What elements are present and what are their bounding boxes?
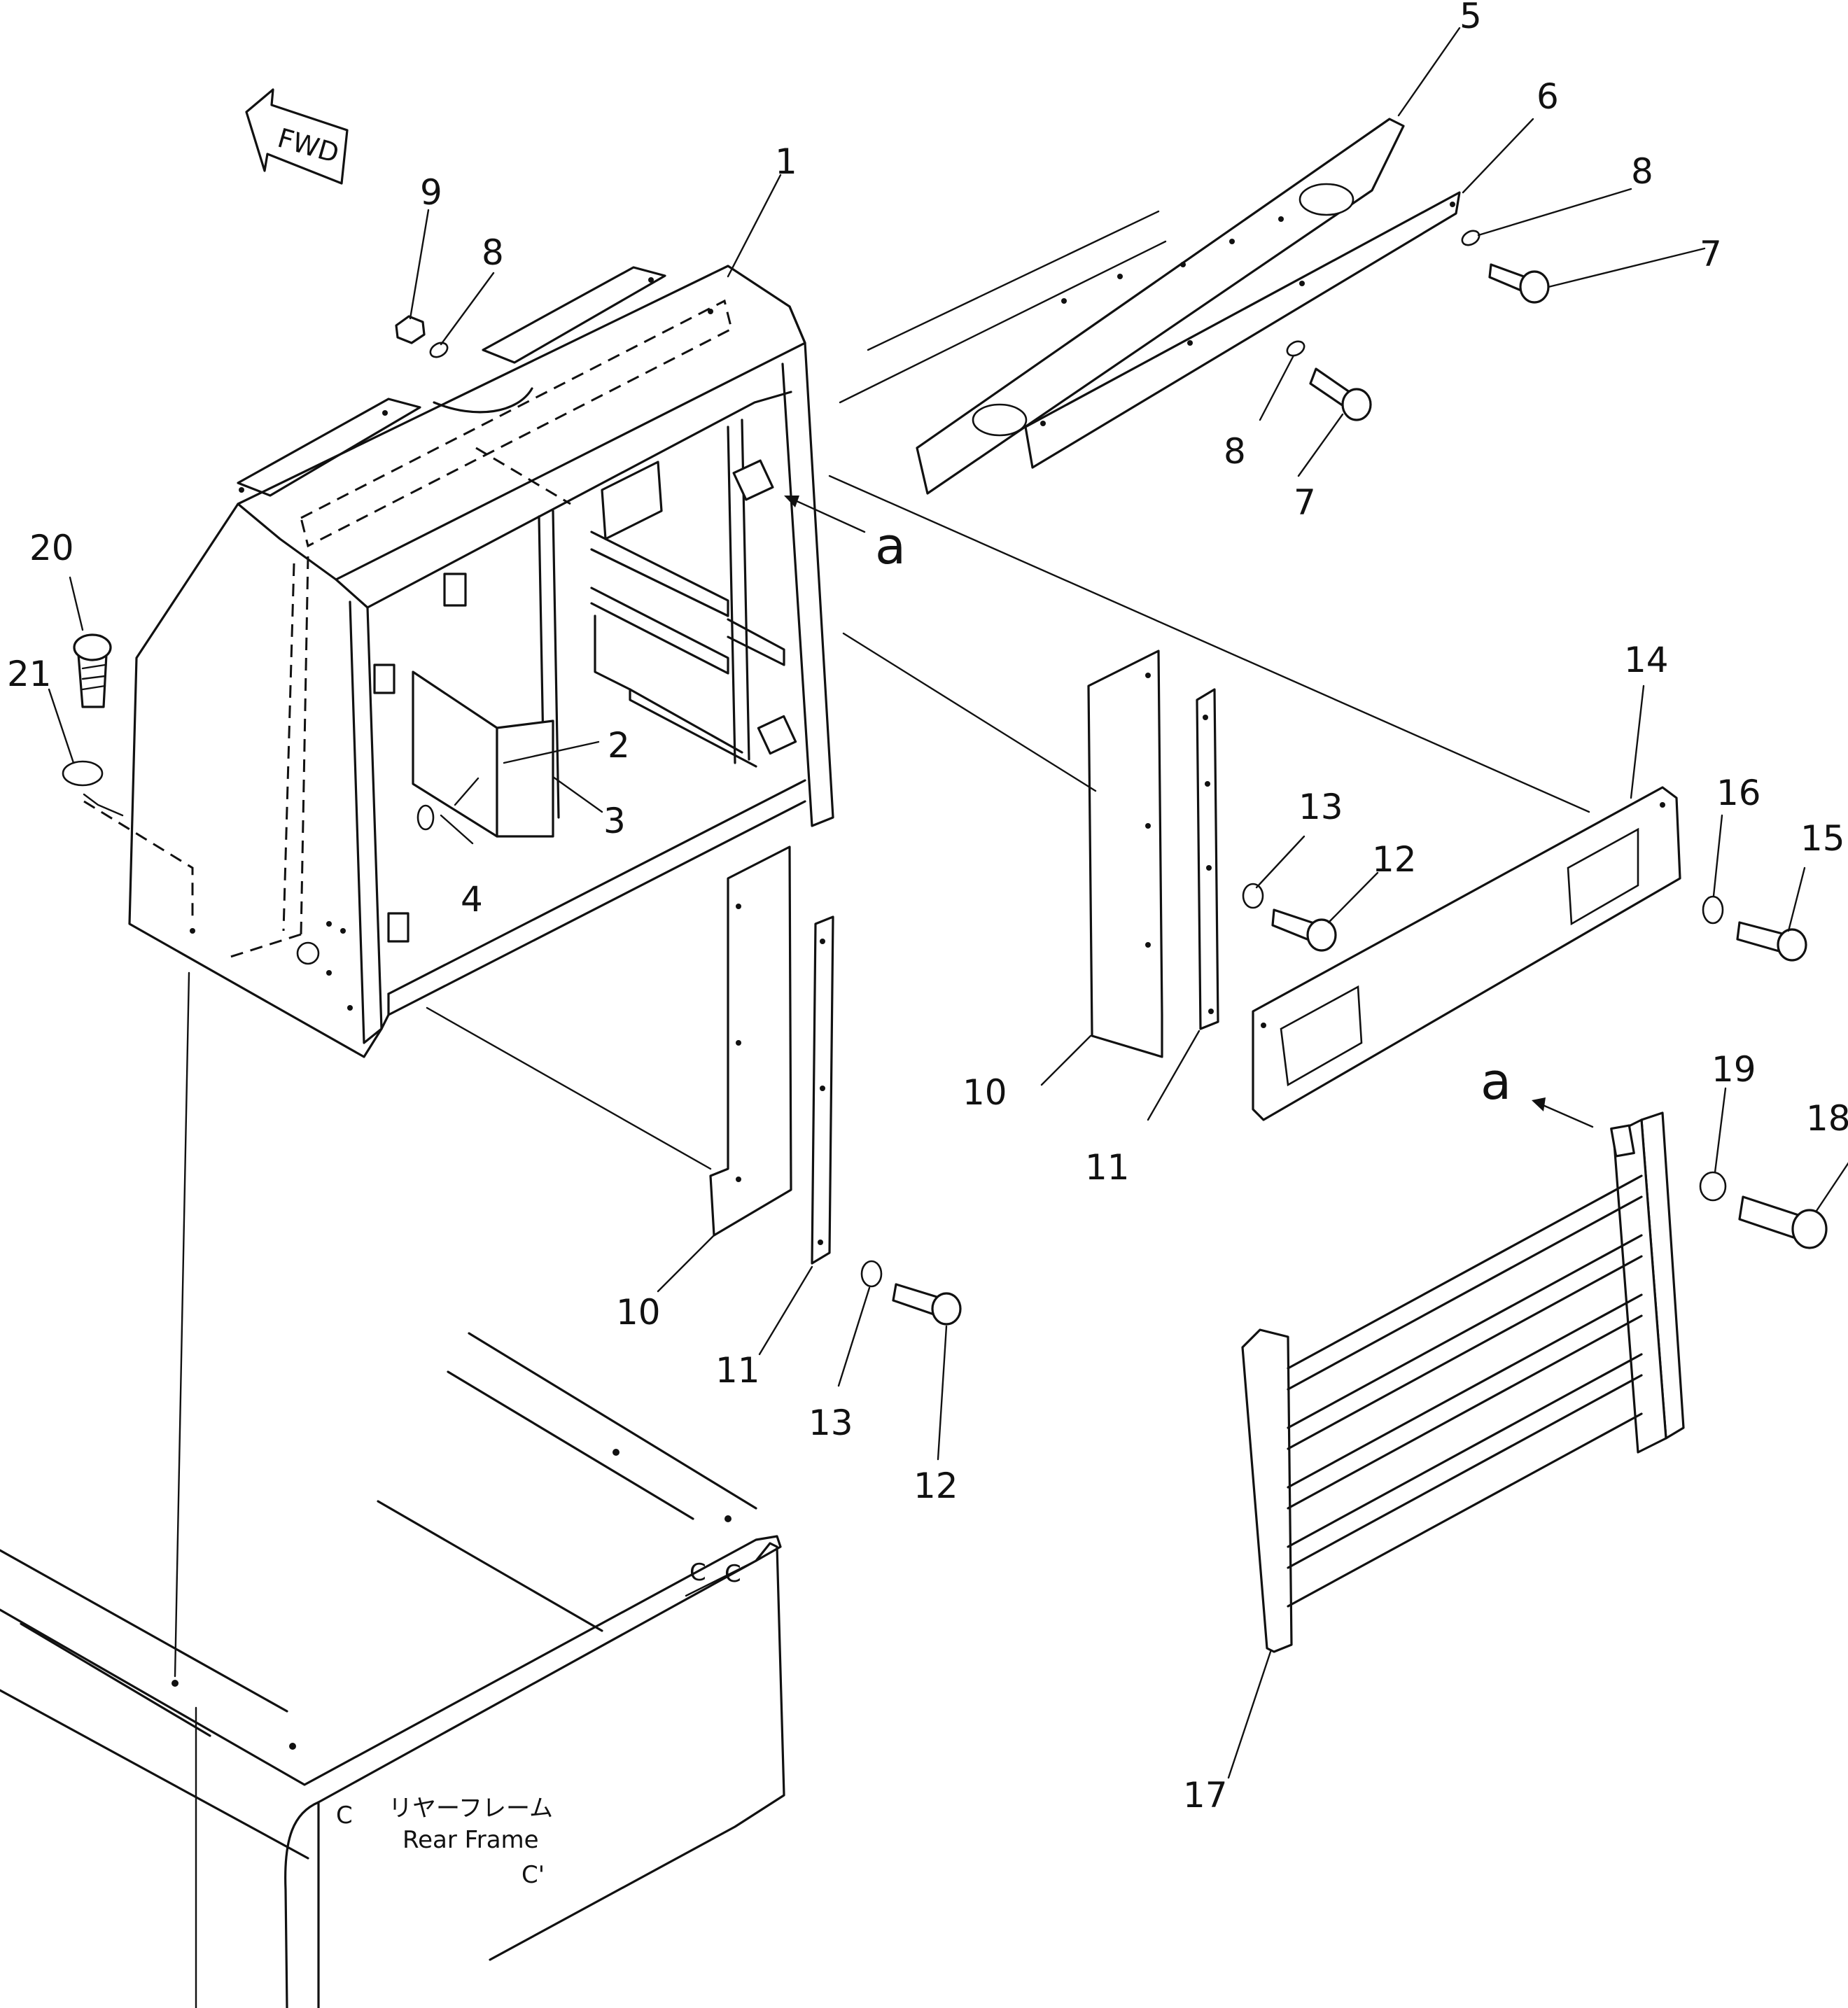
rear-frame: C C C リヤーフレーム Rear Frame C' bbox=[0, 1332, 785, 2008]
side-panel-part-10 bbox=[1087, 650, 1163, 1058]
edge-strip-part-11 bbox=[811, 915, 834, 1265]
fwd-arrow-icon: FWD bbox=[245, 88, 349, 185]
callout-2: 2 bbox=[608, 725, 630, 766]
leader-line bbox=[867, 210, 1160, 351]
rear-plate-part-14 bbox=[1252, 786, 1681, 1121]
callout-12: 12 bbox=[1372, 839, 1417, 880]
callout-7: 7 bbox=[1294, 482, 1316, 523]
edge-strip-part-11 bbox=[1196, 688, 1219, 1030]
frame-mark-c: C bbox=[690, 1559, 706, 1587]
callout-leaders bbox=[48, 27, 1848, 1779]
washer-part-13 bbox=[1242, 883, 1264, 909]
bolt-part-12 bbox=[1271, 908, 1337, 952]
callout-14: 14 bbox=[1624, 640, 1669, 680]
cover-plate-part-5 bbox=[916, 118, 1405, 495]
rear-frame-label-jp: リヤーフレーム bbox=[388, 1795, 553, 1823]
callout-16: 16 bbox=[1716, 773, 1761, 813]
washer-part-16 bbox=[1702, 895, 1724, 925]
callout-15: 15 bbox=[1800, 818, 1845, 859]
callout-1: 1 bbox=[775, 141, 797, 182]
callout-4: 4 bbox=[461, 879, 483, 920]
seal-strip-part-6 bbox=[1024, 191, 1461, 469]
grommet-part-4 bbox=[416, 804, 435, 831]
washer-part-8 bbox=[429, 342, 449, 358]
callout-8: 8 bbox=[1631, 151, 1653, 192]
washer-part-21 bbox=[62, 760, 104, 787]
callout-12: 12 bbox=[913, 1466, 958, 1506]
callout-17: 17 bbox=[1183, 1775, 1228, 1816]
frame-assembly-part-1 bbox=[83, 265, 834, 1058]
frame-mark-c: C bbox=[724, 1560, 741, 1588]
bolt-part-7 bbox=[1309, 367, 1372, 421]
rear-frame-label-en: Rear Frame bbox=[402, 1826, 539, 1854]
callout-numbers: 1 2 3 4 5 6 7 7 8 8 8 9 10 10 11 11 12 1… bbox=[7, 0, 1848, 1816]
washer-part-19 bbox=[1699, 1171, 1727, 1202]
callout-5: 5 bbox=[1460, 0, 1482, 36]
washer-part-8 bbox=[1461, 230, 1480, 246]
callout-20: 20 bbox=[29, 528, 74, 568]
callout-9: 9 bbox=[420, 172, 442, 213]
callout-10: 10 bbox=[962, 1072, 1007, 1113]
washer-part-8 bbox=[1286, 340, 1306, 357]
callout-21: 21 bbox=[7, 654, 52, 694]
callout-13: 13 bbox=[1298, 787, 1343, 827]
callout-8: 8 bbox=[482, 232, 504, 273]
callout-18: 18 bbox=[1806, 1098, 1848, 1139]
nut-part-9 bbox=[395, 315, 426, 344]
callout-19: 19 bbox=[1712, 1049, 1756, 1090]
bolt-part-20 bbox=[73, 633, 112, 708]
bolt-part-12 bbox=[892, 1283, 962, 1326]
frame-mark-c: C' bbox=[522, 1861, 545, 1889]
inner-panel-part-2 bbox=[412, 670, 554, 838]
assembly-lines bbox=[83, 240, 1594, 1678]
washer-part-13 bbox=[860, 1260, 883, 1288]
grille-part-17 bbox=[1241, 1111, 1685, 1653]
view-marker-a: a bbox=[875, 517, 906, 575]
side-panel-part-10 bbox=[709, 845, 792, 1237]
bolt-part-15 bbox=[1736, 921, 1807, 962]
view-marker-a: a bbox=[1480, 1052, 1511, 1111]
callout-8: 8 bbox=[1224, 431, 1246, 472]
callout-11: 11 bbox=[1085, 1147, 1130, 1188]
callout-13: 13 bbox=[808, 1403, 853, 1443]
callout-11: 11 bbox=[715, 1350, 760, 1391]
bolt-part-7 bbox=[1488, 263, 1550, 304]
frame-mark-c: C bbox=[336, 1802, 353, 1830]
callout-6: 6 bbox=[1536, 76, 1559, 117]
bolt-part-18 bbox=[1738, 1195, 1828, 1249]
callout-10: 10 bbox=[616, 1292, 661, 1333]
callout-7: 7 bbox=[1700, 234, 1722, 274]
callout-3: 3 bbox=[603, 801, 626, 841]
